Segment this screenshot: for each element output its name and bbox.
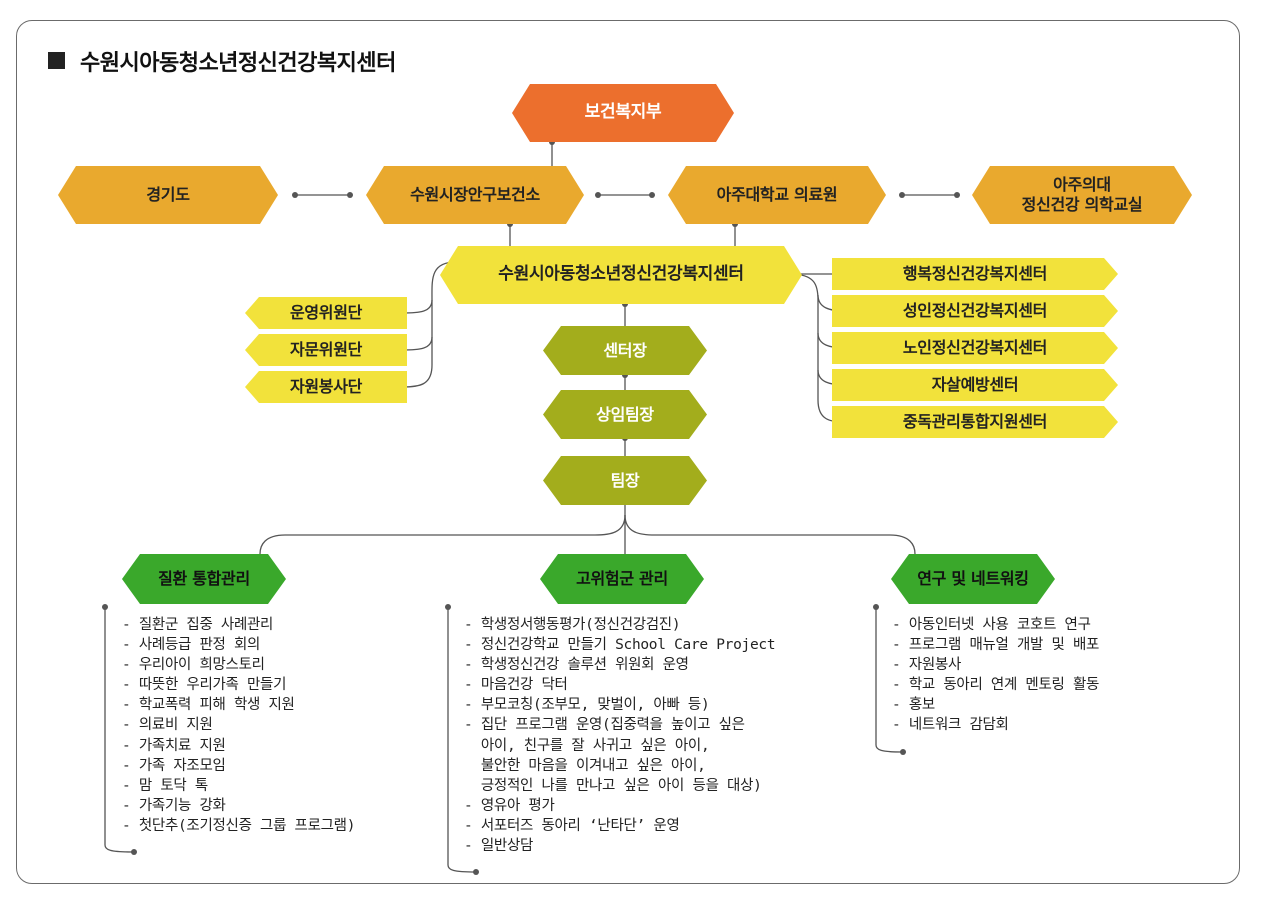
partner-center-5: 중독관리통합지원센터 — [832, 406, 1118, 438]
page-title: 수원시아동청소년정신건강복지센터 — [80, 51, 396, 76]
list-item: - 학생정신건강 솔루션 위원회 운영 — [464, 657, 689, 674]
list-item: 불안한 마음을 이겨내고 싶은 아이, — [464, 757, 706, 774]
health-center-node: 수원시장안구보건소 — [366, 166, 584, 224]
list-item: - 아동인터넷 사용 코호트 연구 — [892, 617, 1091, 633]
partner-center-3: 노인정신건강복지센터 — [832, 332, 1118, 364]
disease-management-list: - 질환군 집중 사례관리 - 사례등급 판정 회의 - 우리아이 희망스토리 … — [122, 615, 355, 836]
list-item: 긍정적인 나를 만나고 싶은 아이 등을 대상) — [464, 777, 762, 794]
list-item: - 영유아 평가 — [464, 797, 555, 814]
standing-lead-node: 상임팀장 — [543, 390, 707, 439]
diagram-frame — [16, 20, 1240, 884]
list-item: - 프로그램 매뉴얼 개발 및 배포 — [892, 637, 1100, 654]
steering-committee-node: 운영위원단 — [245, 297, 407, 329]
department-high-risk-management: 고위험군 관리 — [540, 554, 704, 604]
list-item: - 집단 프로그램 운영(집중력을 높이고 싶은 — [464, 717, 745, 734]
list-item: - 일반상담 — [464, 838, 534, 855]
research-networking-list: - 아동인터넷 사용 코호트 연구 - 프로그램 매뉴얼 개발 및 배포 - 자… — [892, 615, 1099, 736]
list-item: - 네트워크 감담회 — [892, 717, 1009, 734]
partner-center-4: 자살예방센터 — [832, 369, 1118, 401]
list-item: - 가족기능 강화 — [122, 797, 226, 814]
high-risk-management-list: - 학생정서행동평가(정신건강검진) - 정신건강학교 만들기 School C… — [464, 615, 776, 856]
list-item: - 서포터즈 동아리 ‘난타단’ 운영 — [464, 817, 680, 834]
list-item: - 학교폭력 피해 학생 지원 — [122, 697, 295, 714]
volunteer-group-node: 자원봉사단 — [245, 371, 407, 403]
list-item: - 홍보 — [892, 697, 935, 714]
center-node: 수원시아동청소년정신건강복지센터 — [440, 246, 802, 304]
list-item: - 마음건강 닥터 — [464, 677, 568, 694]
ministry-node: 보건복지부 — [512, 84, 734, 142]
list-item: - 부모코칭(조부모, 맞벌이, 아빠 등) — [464, 697, 710, 714]
advisory-committee-node: 자문위원단 — [245, 334, 407, 366]
list-item: - 가족 자조모임 — [122, 757, 226, 774]
list-item: - 질환군 집중 사례관리 — [122, 617, 274, 633]
department-research-networking: 연구 및 네트워킹 — [891, 554, 1055, 604]
department-disease-management: 질환 통합관리 — [122, 554, 286, 604]
ajou-medical-node: 아주대학교 의료원 — [668, 166, 886, 224]
list-item: - 정신건강학교 만들기 School Care Project — [464, 637, 776, 654]
team-lead-node: 팀장 — [543, 456, 707, 505]
list-item: - 우리아이 희망스토리 — [122, 657, 265, 674]
director-node: 센터장 — [543, 326, 707, 375]
list-item: - 맘 토닥 톡 — [122, 777, 208, 794]
list-item: - 사례등급 판정 회의 — [122, 637, 261, 654]
title-square-icon — [48, 52, 65, 69]
list-item: - 따뜻한 우리가족 만들기 — [122, 677, 287, 694]
partner-center-1: 행복정신건강복지센터 — [832, 258, 1118, 290]
partner-center-2: 성인정신건강복지센터 — [832, 295, 1118, 327]
list-item: - 학생정서행동평가(정신건강검진) — [464, 617, 681, 633]
list-item: 아이, 친구를 잘 사귀고 싶은 아이, — [464, 737, 710, 754]
ajou-psychiatry-line1: 아주의대 — [1053, 175, 1111, 194]
list-item: - 자원봉사 — [892, 657, 962, 674]
ajou-psychiatry-line2: 정신건강 의학교실 — [1021, 195, 1143, 214]
list-item: - 학교 동아리 연계 멘토링 활동 — [892, 677, 1100, 694]
gyeonggi-node: 경기도 — [58, 166, 278, 224]
ajou-psychiatry-node: 아주의대 정신건강 의학교실 — [972, 166, 1192, 224]
list-item: - 의료비 지원 — [122, 717, 213, 734]
list-item: - 첫단추(조기정신증 그룹 프로그램) — [122, 817, 356, 834]
list-item: - 가족치료 지원 — [122, 737, 226, 754]
